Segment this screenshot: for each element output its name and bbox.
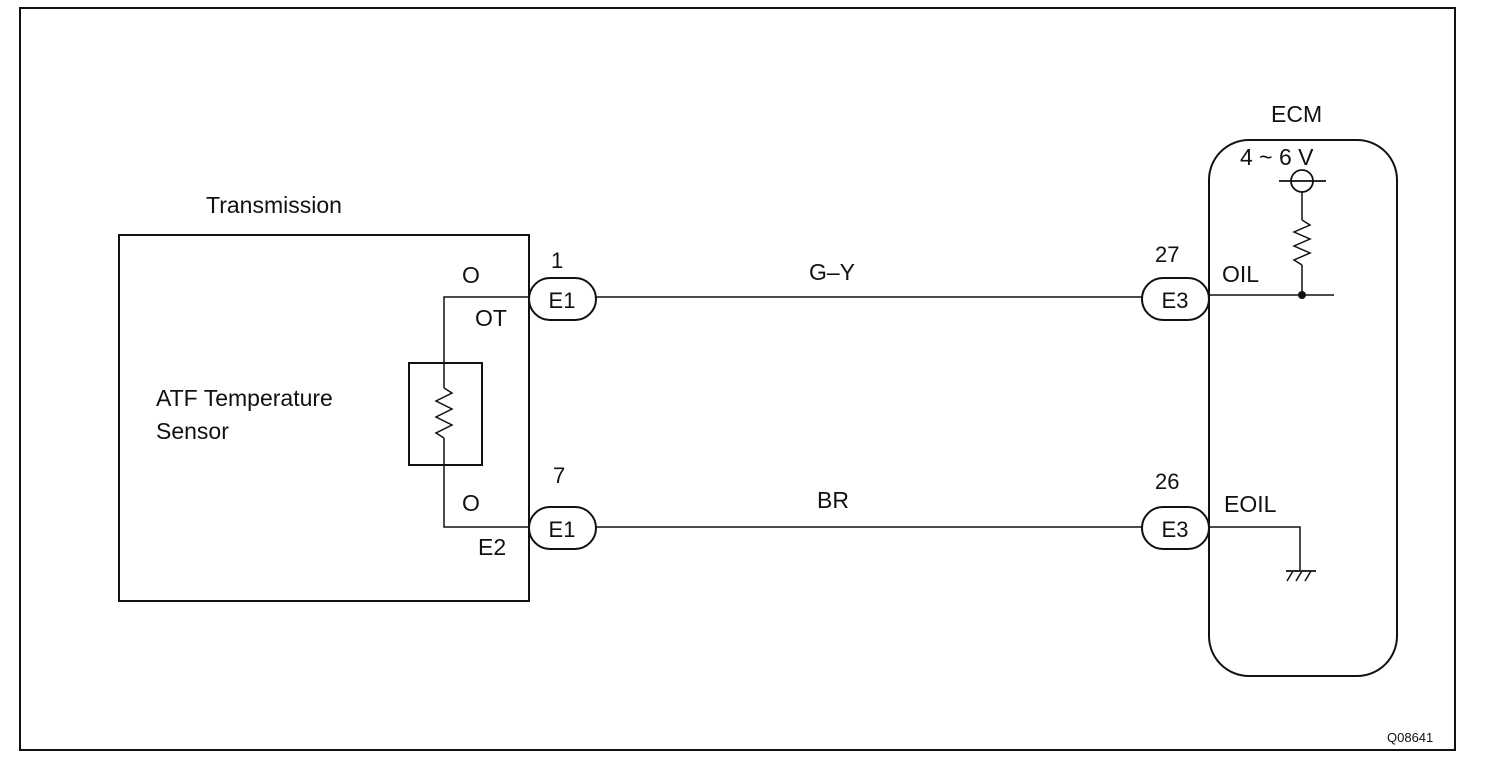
connector-e3-top-label: E3	[1162, 288, 1189, 313]
figure-code: Q08641	[1387, 730, 1433, 745]
eoil-ground-line	[1209, 526, 1301, 570]
wire-top-color-code: G–Y	[809, 259, 855, 285]
e1-bottom-pin-number: 7	[553, 463, 565, 488]
terminal-e2-symbol: O	[462, 490, 480, 516]
sensor-lead-bottom	[443, 438, 529, 528]
ecm-supply-voltage: 4 ~ 6 V	[1240, 144, 1314, 170]
connector-e1-top	[528, 277, 597, 321]
transmission-box	[118, 234, 530, 602]
pullup-resistor-icon	[1292, 219, 1312, 266]
ecm-box	[1208, 139, 1398, 677]
ecm-terminal-oil: OIL	[1222, 261, 1259, 287]
terminal-e2-name: E2	[478, 534, 506, 560]
e1-top-pin-number: 1	[551, 248, 563, 273]
sensor-name-line2: Sensor	[156, 418, 229, 444]
thermistor-resistor-icon	[434, 387, 454, 439]
sensor-name-line1: ATF Temperature	[156, 385, 333, 411]
connector-e1-bottom-label: E1	[549, 517, 576, 542]
transmission-title: Transmission	[206, 192, 342, 218]
atf-sensor-element	[408, 362, 483, 466]
connector-e3-bottom-label: E3	[1162, 517, 1189, 542]
ground-icon	[1286, 570, 1312, 582]
diagram-frame	[19, 7, 1456, 751]
ecm-terminal-eoil: EOIL	[1224, 491, 1277, 517]
connector-e1-top-label: E1	[549, 288, 576, 313]
terminal-ot-name: OT	[475, 305, 507, 331]
e3-bottom-pin-number: 26	[1155, 469, 1179, 494]
terminal-ot-symbol: O	[462, 262, 480, 288]
connector-e1-bottom	[528, 506, 597, 550]
wire-bottom-color-code: BR	[817, 487, 849, 513]
e3-top-pin-number: 27	[1155, 242, 1179, 267]
sensor-lead-top	[443, 296, 529, 388]
ecm-title: ECM	[1271, 101, 1322, 127]
